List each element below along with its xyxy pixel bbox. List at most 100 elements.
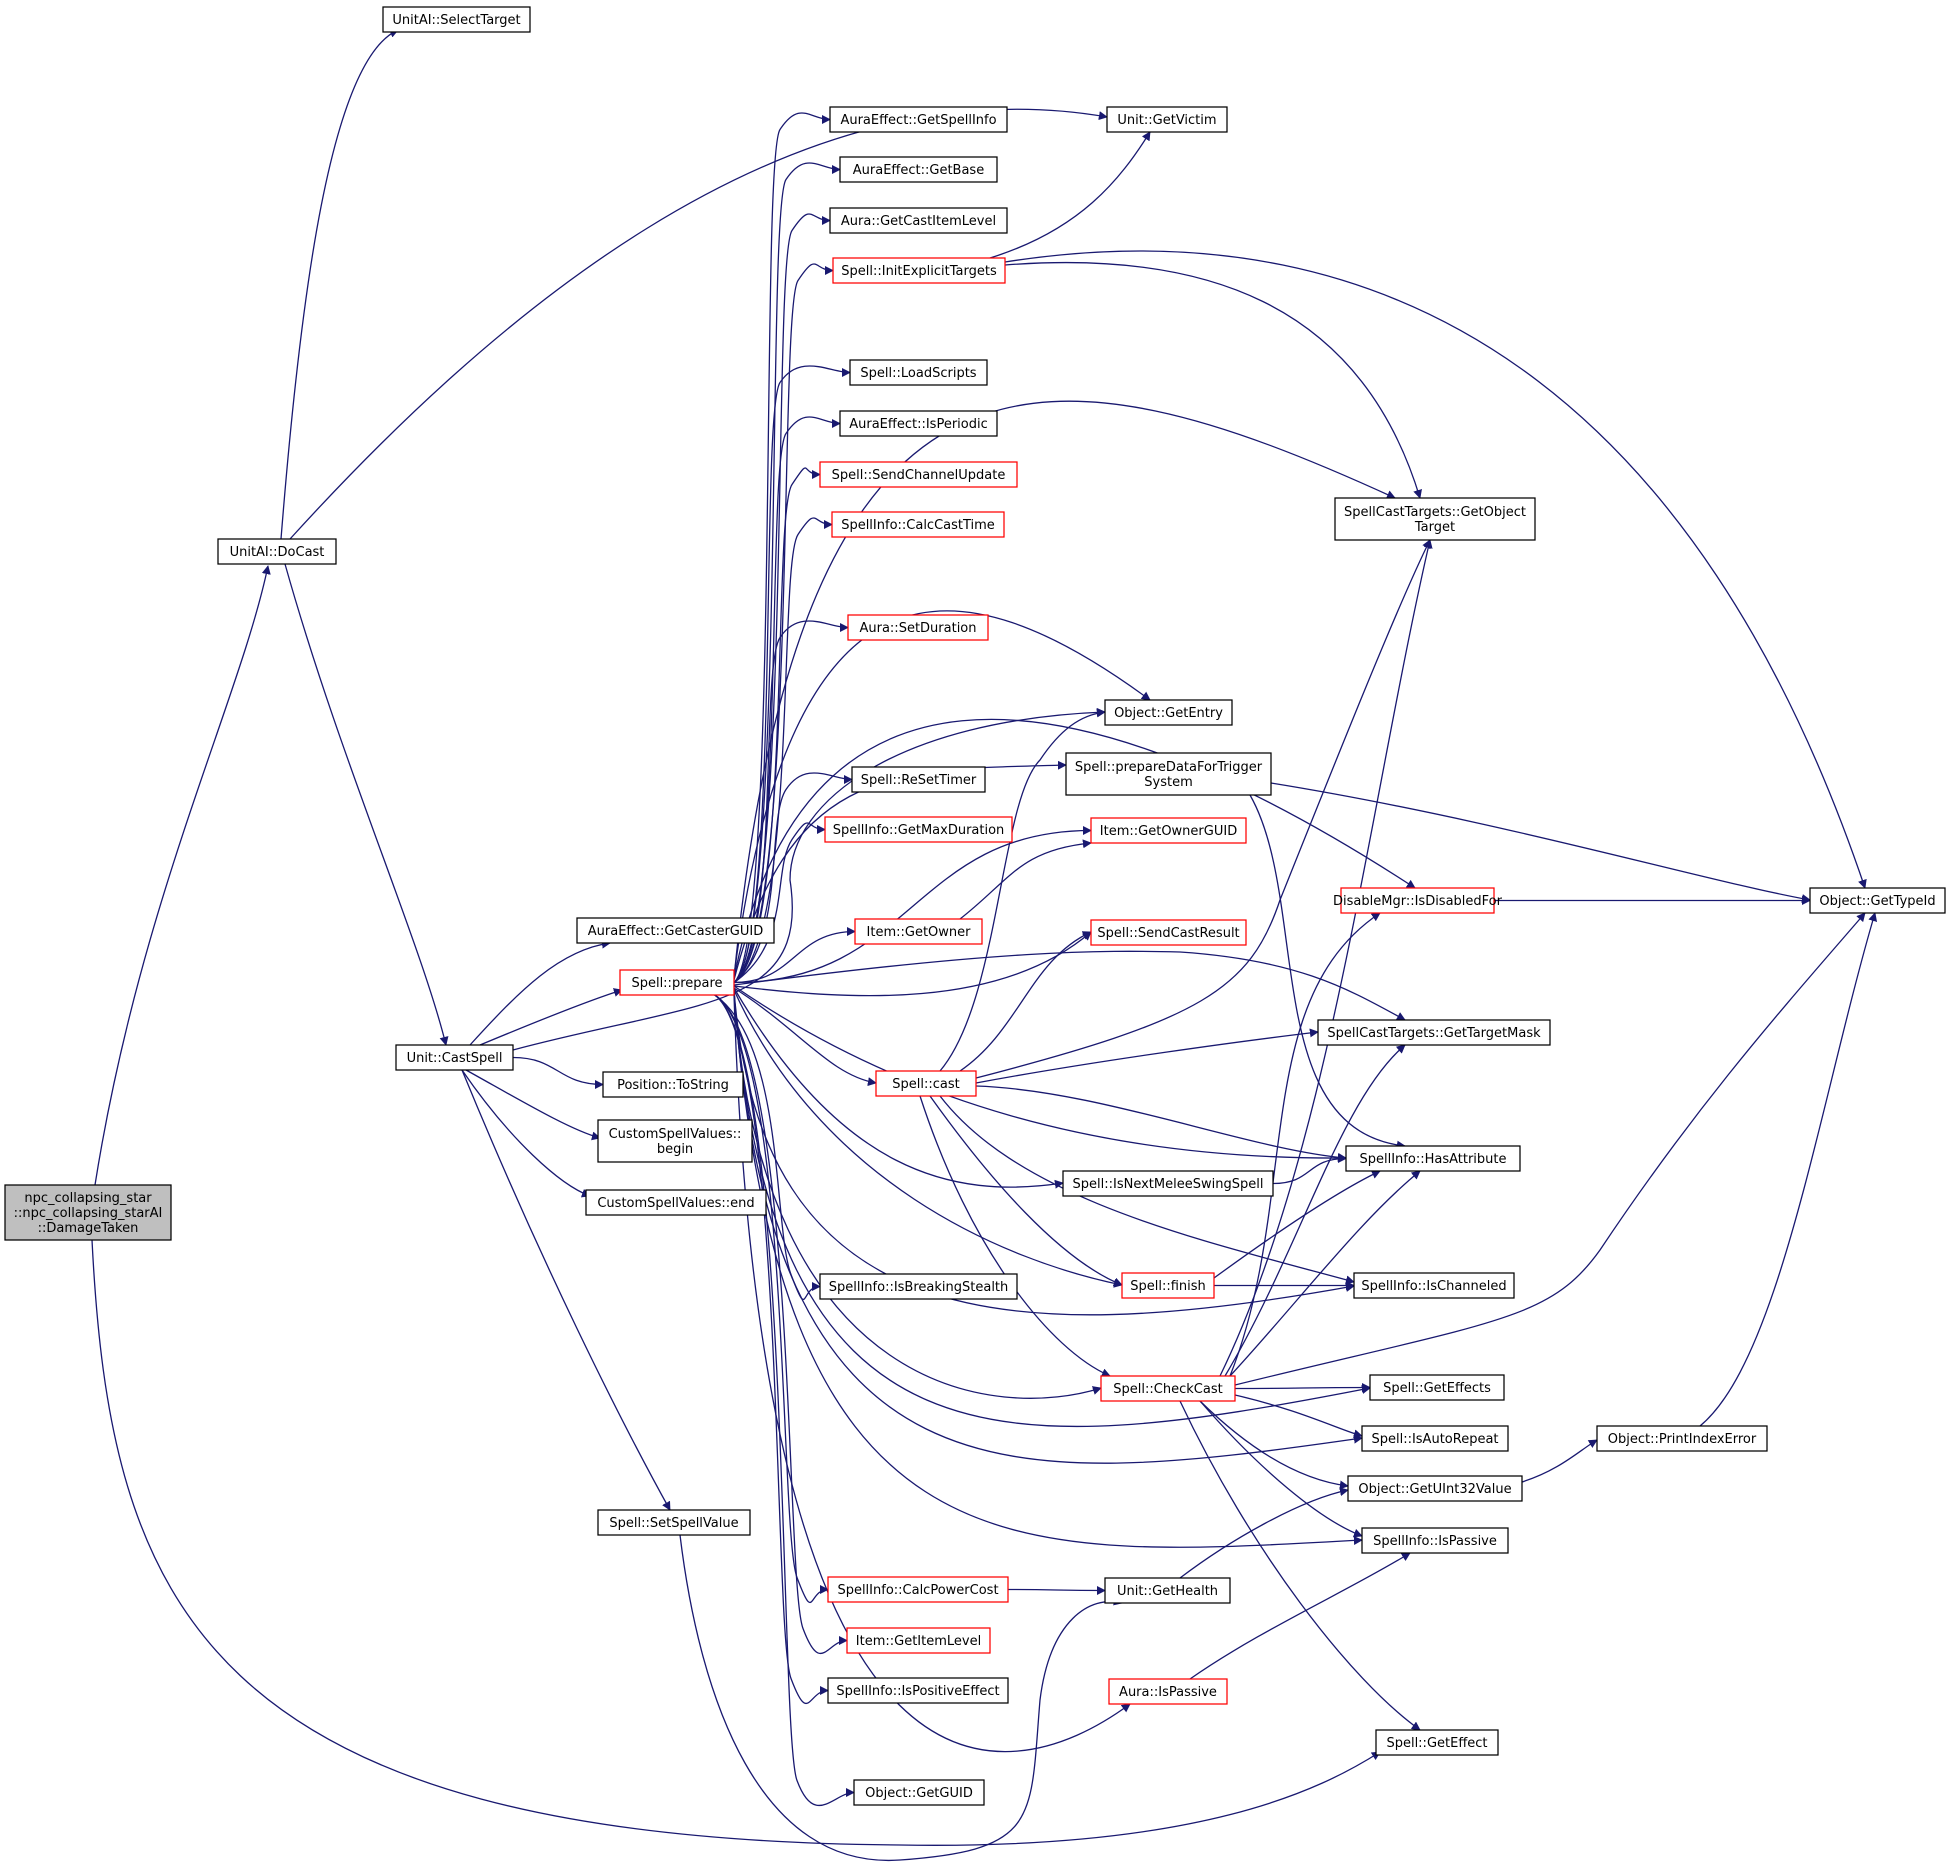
node-isautorepeat[interactable]: Spell::IsAutoRepeat [1361, 1425, 1509, 1452]
edge-checkcast-isdisabledfor [1229, 912, 1381, 1377]
node-calccasttime[interactable]: SpellInfo::CalcCastTime [831, 511, 1005, 538]
node-box [839, 410, 998, 437]
node-tostring[interactable]: Position::ToString [602, 1071, 744, 1098]
node-getentry[interactable]: Object::GetEntry [1104, 699, 1233, 726]
node-aura_getcastitemlevel[interactable]: Aura::GetCastItemLevel [829, 207, 1008, 234]
node-getitemlevel[interactable]: Item::GetItemLevel [846, 1627, 991, 1654]
node-box [1065, 752, 1272, 796]
node-selecttarget[interactable]: UnitAI::SelectTarget [382, 6, 531, 33]
node-getguid[interactable]: Object::GetGUID [853, 1779, 985, 1806]
node-label: SpellInfo::CalcCastTime [841, 518, 995, 533]
edge-prepare-ispositiveeffect [713, 993, 829, 1704]
node-prepare[interactable]: Spell::prepare [619, 969, 735, 996]
node-box [1334, 497, 1536, 541]
node-box [597, 1509, 751, 1536]
node-box [1596, 1425, 1768, 1452]
node-sendchannelupdate[interactable]: Spell::SendChannelUpdate [819, 461, 1018, 488]
node-ispositiveeffect[interactable]: SpellInfo::IsPositiveEffect [827, 1677, 1009, 1704]
edge-prepare-preparedatafortrigger [733, 760, 1067, 981]
node-getcasterguid[interactable]: AuraEffect::GetCasterGUID [576, 917, 775, 944]
edge-castspell-csvend [461, 1069, 591, 1198]
node-setspellvalue[interactable]: Spell::SetSpellValue [597, 1509, 751, 1536]
node-cast[interactable]: Spell::cast [875, 1070, 977, 1097]
node-box [1375, 1729, 1499, 1756]
node-label: Target [1414, 520, 1455, 535]
node-label: System [1144, 775, 1192, 790]
node-getmaxduration[interactable]: SpellInfo::GetMaxDuration [824, 816, 1013, 843]
node-box [619, 969, 735, 996]
node-docast[interactable]: UnitAI::DoCast [217, 538, 337, 565]
node-csvbegin[interactable]: CustomSpellValues::begin [597, 1119, 753, 1163]
edge-cast-gettargetmask [975, 1028, 1319, 1084]
node-label: AuraEffect::IsPeriodic [849, 417, 988, 432]
node-gethealth[interactable]: Unit::GetHealth [1104, 1577, 1231, 1604]
node-aura_ispassive[interactable]: Aura::IsPassive [1108, 1678, 1228, 1705]
node-calcpowercost[interactable]: SpellInfo::CalcPowerCost [827, 1576, 1009, 1603]
node-hasattribute[interactable]: SpellInfo::HasAttribute [1345, 1145, 1521, 1172]
edge-checkcast-getobjecttarget [1219, 539, 1433, 1377]
node-box [839, 156, 998, 183]
edge-root-docast [94, 565, 271, 1186]
node-resettimer[interactable]: Spell::ReSetTimer [851, 766, 986, 793]
node-box [829, 207, 1008, 234]
edge-prepare-item_getowner [733, 927, 856, 984]
node-label: Item::GetOwnerGUID [1100, 824, 1237, 839]
node-setduration[interactable]: Aura::SetDuration [847, 614, 989, 641]
edge-prepare-spellinfo_ispassive [733, 993, 1363, 1548]
node-box [602, 1071, 744, 1098]
edge-docast-castspell [284, 563, 449, 1046]
edge-setspellvalue-gethealth [679, 1534, 1123, 1861]
node-loadscripts[interactable]: Spell::LoadScripts [849, 359, 988, 386]
function-nodes: npc_collapsing_star::npc_collapsing_star… [4, 6, 1946, 1806]
node-getvictim[interactable]: Unit::GetVictim [1106, 106, 1228, 133]
edge-checkcast-getuint32value [1199, 1400, 1349, 1490]
node-spellinfo_ispassive[interactable]: SpellInfo::IsPassive [1361, 1527, 1509, 1554]
node-box [849, 359, 988, 386]
node-box [1809, 887, 1946, 914]
node-isbreakingstealth[interactable]: SpellInfo::IsBreakingStealth [819, 1273, 1018, 1300]
node-label: Unit::GetHealth [1117, 1584, 1218, 1599]
node-ae_getspellinfo[interactable]: AuraEffect::GetSpellInfo [829, 106, 1008, 133]
edge-docast-selecttarget [280, 29, 399, 540]
edge-prepare-hasattribute [733, 985, 1347, 1163]
node-geteffect[interactable]: Spell::GetEffect [1375, 1729, 1499, 1756]
node-root[interactable]: npc_collapsing_star::npc_collapsing_star… [4, 1184, 172, 1241]
node-getownerguid[interactable]: Item::GetOwnerGUID [1090, 817, 1247, 844]
node-box [1108, 1678, 1228, 1705]
edge-getuint32value-printindexerror [1521, 1439, 1598, 1483]
node-sendcastresult[interactable]: Spell::SendCastResult [1090, 919, 1247, 946]
node-label: SpellInfo::CalcPowerCost [837, 1583, 998, 1598]
node-csvend[interactable]: CustomSpellValues::end [585, 1189, 767, 1216]
edge-prepare-calcpowercost [713, 993, 829, 1603]
edge-item_getowner-getownerguid [959, 839, 1092, 920]
node-box [576, 917, 775, 944]
node-checkcast[interactable]: Spell::CheckCast [1100, 1375, 1236, 1402]
node-label: Unit::GetVictim [1117, 113, 1216, 128]
node-label: Spell::CheckCast [1113, 1382, 1222, 1397]
node-getuint32value[interactable]: Object::GetUInt32Value [1347, 1475, 1523, 1502]
node-gettypeid[interactable]: Object::GetTypeId [1809, 887, 1946, 914]
node-label: Object::GetGUID [865, 1786, 973, 1801]
node-geteffects[interactable]: Spell::GetEffects [1369, 1374, 1505, 1401]
node-item_getowner[interactable]: Item::GetOwner [854, 918, 983, 945]
node-ismeleeswing[interactable]: Spell::IsNextMeleeSwingSpell [1062, 1170, 1274, 1197]
edge-castspell-setspellvalue [461, 1069, 671, 1511]
node-ae_getbase[interactable]: AuraEffect::GetBase [839, 156, 998, 183]
node-label: Spell::GetEffects [1383, 1381, 1491, 1396]
node-label: UnitAI::DoCast [230, 545, 325, 560]
node-box [847, 614, 989, 641]
node-castspell[interactable]: Unit::CastSpell [395, 1044, 514, 1071]
node-label: Spell::LoadScripts [860, 366, 976, 381]
node-gettargetmask[interactable]: SpellCastTargets::GetTargetMask [1317, 1019, 1551, 1046]
edge-prepare-sendcastresult [733, 931, 1092, 997]
edge-prepare-getownerguid [733, 826, 1092, 984]
edge-cast-getobjecttarget [975, 539, 1431, 1079]
node-isdisabledfor[interactable]: DisableMgr::IsDisabledFor [1333, 887, 1503, 914]
node-isperiodic[interactable]: AuraEffect::IsPeriodic [839, 410, 998, 437]
node-printindexerror[interactable]: Object::PrintIndexError [1596, 1425, 1768, 1452]
node-initexplicittargets[interactable]: Spell::InitExplicitTargets [832, 257, 1006, 284]
node-finish[interactable]: Spell::finish [1121, 1272, 1215, 1299]
node-ischanneled[interactable]: SpellInfo::IsChanneled [1353, 1272, 1515, 1299]
